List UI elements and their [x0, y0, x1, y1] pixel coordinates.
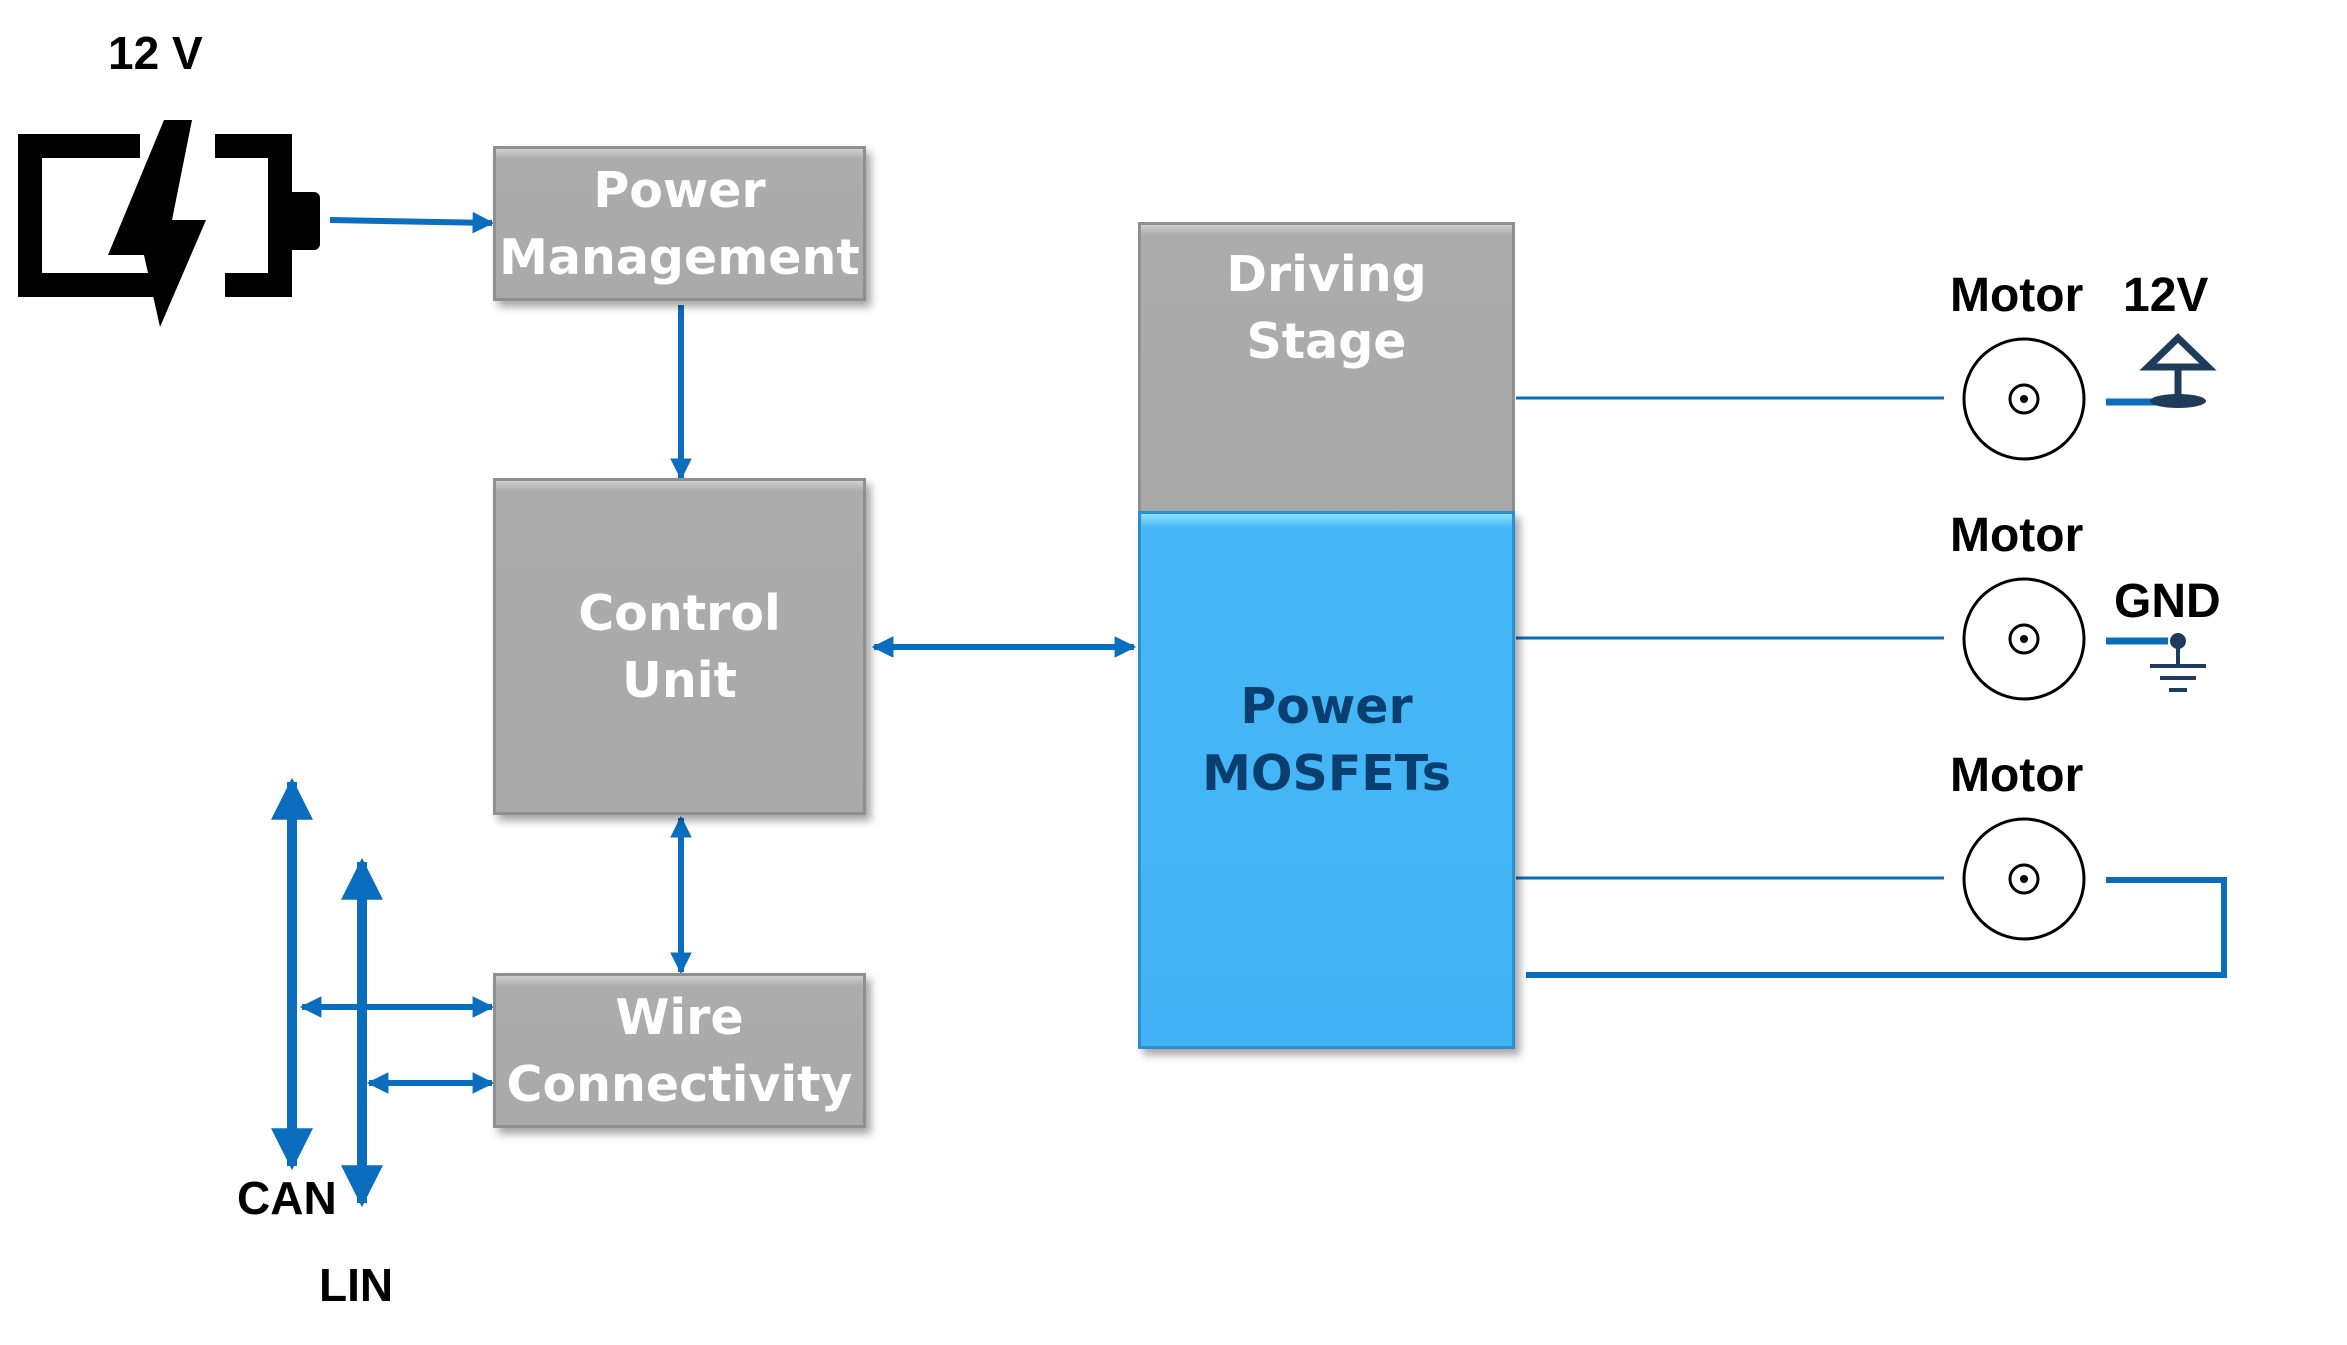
driving-stage-line-1: Driving: [1226, 246, 1427, 303]
battery-to-power-arrow: [329, 211, 495, 234]
lin-bus-label: LIN: [319, 1259, 394, 1311]
motor-icon: [1962, 337, 2086, 461]
battery-charging-icon: [18, 120, 320, 327]
battery-voltage-label: 12 V: [108, 27, 203, 79]
control-unit-block: Control Unit: [493, 478, 866, 815]
motor-label: Motor: [1950, 749, 2084, 802]
wire-connectivity-line-1: Wire: [615, 988, 744, 1046]
power-mosfets-line-2: MOSFETs: [1202, 745, 1451, 802]
motor-icon: [1962, 817, 2086, 941]
motor-label: Motor: [1950, 509, 2084, 562]
motor-label: Motor: [1950, 269, 2084, 322]
power-mosfets-line-1: Power: [1240, 678, 1413, 735]
wire-connectivity-block: Wire Connectivity: [493, 973, 866, 1128]
motor-ground-label: GND: [2114, 575, 2221, 628]
motor-3-return-wire: [1526, 877, 2227, 978]
control-unit-line-2: Unit: [622, 651, 737, 709]
power-management-line-2: Management: [499, 228, 860, 286]
power-management-line-1: Power: [593, 161, 766, 219]
power-mosfets-block: Power MOSFETs: [1138, 511, 1515, 1049]
driving-stage-line-2: Stage: [1246, 313, 1407, 370]
can-bus-label: CAN: [237, 1172, 337, 1224]
driving-stage-block: Driving Stage: [1138, 222, 1515, 513]
wire-connectivity-line-2: Connectivity: [506, 1055, 853, 1113]
ground-icon: [2150, 633, 2206, 692]
motor-icon: [1962, 577, 2086, 701]
supply-12v-icon: [2139, 333, 2217, 408]
motor-supply-label: 12V: [2123, 269, 2209, 322]
control-unit-line-1: Control: [578, 584, 781, 642]
power-management-block: Power Management: [493, 146, 866, 301]
